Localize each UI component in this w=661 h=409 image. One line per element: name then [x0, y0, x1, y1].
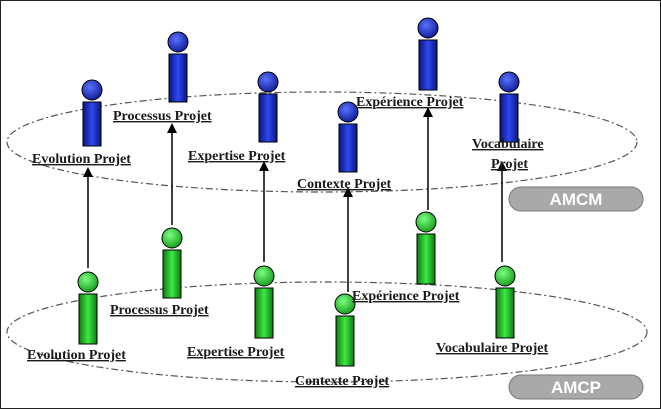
- upper-ellipse: [6, 91, 638, 193]
- upper-label-processus: Processus Projet: [113, 109, 212, 124]
- person-icon: [257, 71, 279, 143]
- upper-label-experience: Expérience Projet: [356, 95, 464, 110]
- lower-label-contexte: Contexte Projet: [295, 374, 390, 389]
- upper-actors: [81, 17, 520, 173]
- person-icon: [334, 293, 356, 367]
- lower-label-processus: Processus Projet: [110, 303, 209, 318]
- upper-label-contexte: Contexte Projet: [297, 177, 392, 192]
- person-icon: [167, 31, 189, 103]
- person-icon: [81, 79, 103, 147]
- lower-label-expertise: Expertise Projet: [187, 345, 285, 360]
- upper-label-expertise: Expertise Projet: [188, 149, 286, 164]
- lower-labels: Evolution Projet Processus Projet Expert…: [27, 289, 548, 389]
- lower-actors: [77, 211, 516, 367]
- upper-label-vocabulaire-2: Projet: [491, 157, 528, 172]
- lower-ellipse: [6, 281, 648, 383]
- person-icon: [415, 211, 437, 285]
- lower-label-evolution: Evolution Projet: [27, 348, 126, 363]
- person-icon: [77, 271, 99, 345]
- amcp-label: AMCP: [551, 378, 601, 397]
- amcm-badge: AMCM: [508, 186, 644, 212]
- lower-label-vocabulaire: Vocabulaire Projet: [436, 341, 548, 356]
- person-icon: [253, 265, 275, 339]
- upper-label-vocabulaire-1: Vocabulaire: [472, 137, 544, 152]
- person-icon: [161, 227, 183, 299]
- upper-labels: Evolution Projet Processus Projet Expert…: [32, 95, 544, 192]
- amcm-label: AMCM: [550, 190, 603, 209]
- person-icon: [494, 265, 516, 339]
- arrows: [83, 107, 507, 292]
- person-icon: [337, 101, 359, 173]
- upper-label-evolution: Evolution Projet: [32, 152, 131, 167]
- person-icon: [498, 71, 520, 143]
- person-icon: [417, 17, 439, 91]
- amcp-badge: AMCP: [508, 374, 644, 400]
- lower-label-experience: Expérience Projet: [352, 289, 460, 304]
